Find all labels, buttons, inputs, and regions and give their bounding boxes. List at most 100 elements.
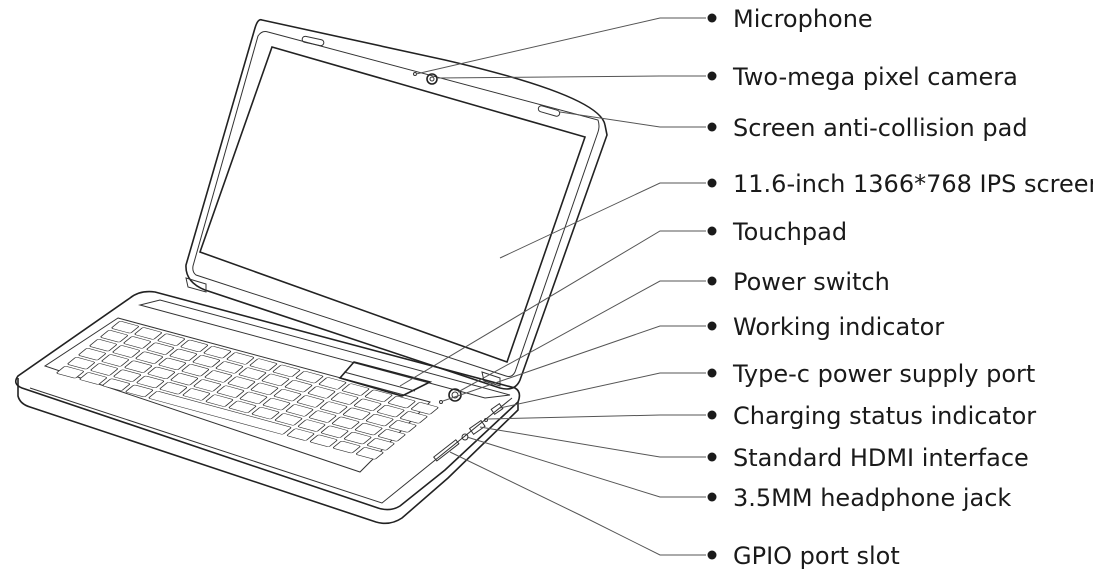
keyboard-key	[273, 389, 302, 402]
callout-label-type-c-port: Type-c power supply port	[732, 360, 1035, 388]
callout-label-gpio-slot: GPIO port slot	[733, 542, 900, 570]
keyboard-key	[111, 321, 139, 334]
keyboard-key	[169, 348, 198, 361]
leader-gpio	[449, 451, 706, 556]
keyboard-key	[399, 411, 428, 424]
leader-lines	[399, 17, 706, 556]
keyboard-key	[136, 375, 165, 388]
hdmi-port	[468, 419, 486, 435]
leader-headphone	[466, 436, 706, 498]
keyboard-key	[147, 366, 176, 379]
keyboard-key	[308, 410, 337, 423]
keyboard-keys	[56, 321, 439, 460]
keyboard-key	[297, 419, 326, 432]
keyboard-key	[215, 361, 244, 374]
laptop-illustration	[14, 18, 608, 525]
leader-camera	[436, 75, 706, 79]
keyboard-key	[285, 404, 314, 417]
callout-label-working-indicator: Working indicator	[733, 313, 944, 341]
callout-dot	[707, 226, 717, 236]
callout-dot	[707, 71, 717, 81]
keyboard-key	[318, 377, 347, 390]
keyboard-key	[112, 345, 140, 358]
keyboard-key	[204, 370, 233, 383]
callout-label-anti-collision-pad: Screen anti-collision pad	[733, 114, 1028, 142]
callout-label-microphone: Microphone	[733, 5, 873, 33]
anti-collision-pad-left	[301, 35, 325, 47]
base-inner-edge	[29, 387, 513, 504]
keyboard-key	[89, 339, 117, 352]
callout-dot	[707, 410, 717, 420]
keyboard-key	[377, 429, 406, 442]
keyboard-key	[332, 441, 361, 454]
keyboard-key	[135, 351, 164, 364]
keyboard-key	[193, 379, 222, 392]
callout-dot	[707, 178, 717, 188]
callout-label-camera: Two-mega pixel camera	[732, 63, 1018, 91]
laptop-lid	[185, 18, 608, 390]
keyboard-key	[343, 432, 372, 445]
type-c-port	[490, 402, 504, 416]
callout-dot	[707, 452, 717, 462]
callout-dot	[707, 122, 717, 132]
keyboard-key	[320, 425, 349, 438]
leader-working-indicator	[442, 325, 706, 402]
keyboard-key	[342, 407, 371, 420]
callout-label-hdmi: Standard HDMI interface	[733, 444, 1029, 472]
keyboard-key	[125, 384, 154, 397]
keyboard-key	[307, 386, 336, 399]
keyboard-key	[182, 388, 211, 401]
keyboard-key	[239, 391, 268, 404]
keyboard-key	[272, 364, 301, 377]
keyboard-key	[216, 385, 245, 398]
keyboard-key	[124, 360, 153, 373]
keyboard-key	[134, 327, 162, 340]
keyboard-key	[226, 352, 255, 365]
keyboard-key	[205, 394, 234, 407]
keyboard-key	[192, 355, 221, 368]
keyboard-key	[102, 378, 131, 391]
keyboard-key	[274, 413, 303, 426]
power-switch-inner	[451, 391, 459, 399]
keyboard-key	[376, 405, 405, 418]
keyboard-key	[388, 420, 417, 433]
keyboard-key	[90, 363, 118, 376]
keyboard-key	[67, 357, 95, 370]
keyboard-key	[250, 382, 279, 395]
keyboard-key	[341, 383, 370, 396]
keyboard-key	[170, 373, 199, 386]
keyboard-key	[100, 330, 128, 343]
keyboard-key	[295, 371, 324, 384]
keyboard-key	[79, 372, 107, 385]
keyboard-key	[158, 357, 187, 370]
keyboard-key	[101, 354, 129, 367]
leader-anti-collision	[559, 111, 706, 128]
keyboard-key	[113, 369, 142, 382]
callout-dot	[707, 321, 717, 331]
keyboard-key	[227, 376, 256, 389]
keyboard-key	[181, 364, 210, 377]
callout-label-screen: 11.6-inch 1366*768 IPS screen	[733, 170, 1093, 198]
screen-bezel	[192, 31, 600, 377]
keyboard-key	[78, 348, 106, 361]
keyboard-key	[228, 400, 257, 413]
keyboard-key	[251, 407, 280, 420]
callout-label-charging-indicator: Charging status indicator	[733, 402, 1036, 430]
camera-lens	[426, 73, 438, 85]
keyboard-key	[203, 346, 232, 359]
keyboard-area	[43, 317, 431, 473]
callout-dot	[707, 13, 717, 23]
callouts: Microphone Two-mega pixel camera Screen …	[707, 5, 1093, 570]
callout-dot	[707, 492, 717, 502]
touchpad-buttons	[343, 371, 416, 392]
keyboard-key	[354, 423, 383, 436]
screen-display	[198, 46, 587, 364]
keyboard-key	[123, 336, 151, 349]
keyboard-key	[284, 380, 313, 393]
callout-label-touchpad: Touchpad	[732, 218, 847, 246]
keyboard-key	[331, 416, 360, 429]
working-indicator	[439, 400, 443, 404]
callout-label-power-switch: Power switch	[733, 268, 890, 296]
keyboard-key	[364, 389, 393, 402]
